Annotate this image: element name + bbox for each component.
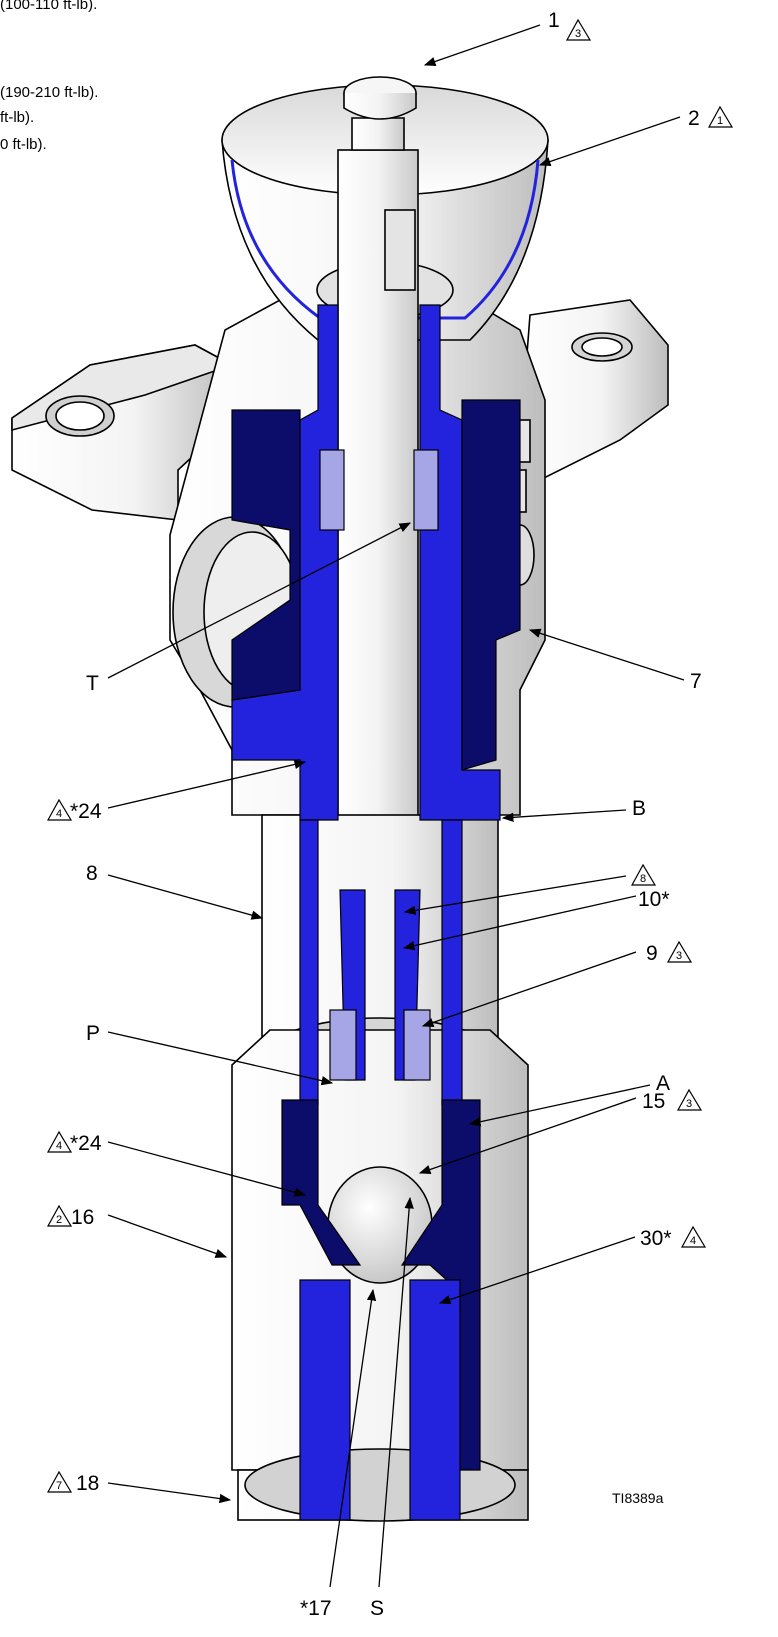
leader-17 <box>329 1288 377 1588</box>
leader-16 <box>107 1214 228 1258</box>
callout-7-label: 7 <box>690 670 702 693</box>
callout-S-label: S <box>370 1597 384 1620</box>
callout-8-label: 8 <box>86 862 98 885</box>
callout-16: 2 16 <box>46 1204 94 1229</box>
leader-24a <box>107 759 307 809</box>
leader-T <box>107 522 412 679</box>
torque-note-2: (190-210 ft-lb). <box>0 84 98 101</box>
callout-A-label: A <box>656 1072 670 1095</box>
torque-note-1: (100-110 ft-lb). <box>0 0 97 13</box>
callout-15: 15 3 <box>642 1088 703 1113</box>
callout-2: 2 1 <box>688 105 734 130</box>
warning-triangle-icon <box>666 940 693 963</box>
warning-triangle-icon <box>46 1204 73 1227</box>
callout-15-label: 15 <box>642 1090 665 1113</box>
intake-housing <box>231 1029 529 1522</box>
callout-8w: 8 <box>630 863 657 886</box>
callout-24a: 4 *24 <box>46 798 102 823</box>
callout-P-label: P <box>86 1022 100 1045</box>
callout-16-label: 16 <box>71 1206 94 1229</box>
torque-notes: (100-110 ft-lb). (190-210 ft-lb). ft-lb)… <box>0 0 98 153</box>
leader-24b <box>107 1141 307 1197</box>
callout-18-warning: 7 <box>56 1480 62 1492</box>
leader-8 <box>107 874 264 920</box>
callout-T-label: T <box>86 672 99 695</box>
displacement-rod <box>337 76 419 871</box>
warning-triangle-icon <box>46 798 73 821</box>
leader-1 <box>423 24 541 66</box>
callout-2-label: 2 <box>688 107 700 130</box>
callout-9-label: 9 <box>646 942 658 965</box>
leader-2 <box>538 116 681 167</box>
callout-B-label: B <box>632 797 646 820</box>
callout-15-warning: 3 <box>686 1098 692 1110</box>
throat-packings <box>319 449 439 531</box>
leader-B <box>501 809 627 822</box>
callout-9: 9 3 <box>646 940 693 965</box>
leader-9 <box>421 951 637 1027</box>
callout-18: 7 18 <box>46 1470 99 1495</box>
callout-1: 1 3 <box>548 9 592 41</box>
callout-24a-warning: 4 <box>56 808 62 820</box>
callout-24a-label: *24 <box>70 800 102 823</box>
callouts: 1 3 2 1 T 7 4 *24 B 8 8 10* 9 3 P A <box>46 9 734 1620</box>
callout-30-warning: 4 <box>690 1235 696 1247</box>
callout-30-label: 30* <box>640 1227 672 1250</box>
callout-16-warning: 2 <box>56 1214 62 1226</box>
leader-lines <box>107 24 685 1588</box>
warning-triangle-icon <box>676 1088 703 1111</box>
warning-triangle-icon <box>630 863 657 886</box>
callout-30: 30* 4 <box>640 1225 707 1250</box>
leader-A <box>468 1084 651 1127</box>
leader-7 <box>528 628 685 681</box>
callout-24b-warning: 4 <box>56 1140 62 1152</box>
torque-note-3: ft-lb). <box>0 109 34 126</box>
warning-triangle-icon <box>565 18 592 41</box>
warning-triangle-icon <box>46 1130 73 1153</box>
leader-18 <box>107 1482 232 1504</box>
callout-17-label: *17 <box>300 1597 332 1620</box>
leader-15 <box>418 1097 637 1174</box>
torque-note-4: 0 ft-lb). <box>0 136 47 153</box>
cutaway-section <box>231 304 521 1521</box>
callout-24b: 4 *24 <box>46 1130 102 1155</box>
callout-8w-warning: 8 <box>640 873 646 885</box>
callout-10-label: 10* <box>638 888 670 911</box>
callout-24b-label: *24 <box>70 1132 102 1155</box>
callout-1-warning: 3 <box>575 28 581 40</box>
warning-triangle-icon <box>46 1470 73 1493</box>
warning-triangle-icon <box>680 1225 707 1248</box>
callout-18-label: 18 <box>76 1472 99 1495</box>
leader-8w <box>403 875 627 915</box>
leader-30 <box>438 1236 636 1305</box>
leader-S <box>378 1196 414 1588</box>
warning-triangle-icon <box>707 105 734 128</box>
leader-10 <box>402 895 637 951</box>
callout-9-warning: 3 <box>676 950 682 962</box>
figure-reference-id: TI8389a <box>612 1490 664 1506</box>
piston-packings <box>329 1009 357 1081</box>
callout-2-warning: 1 <box>717 115 723 127</box>
callout-1-label: 1 <box>548 9 560 32</box>
leader-P <box>107 1031 334 1086</box>
